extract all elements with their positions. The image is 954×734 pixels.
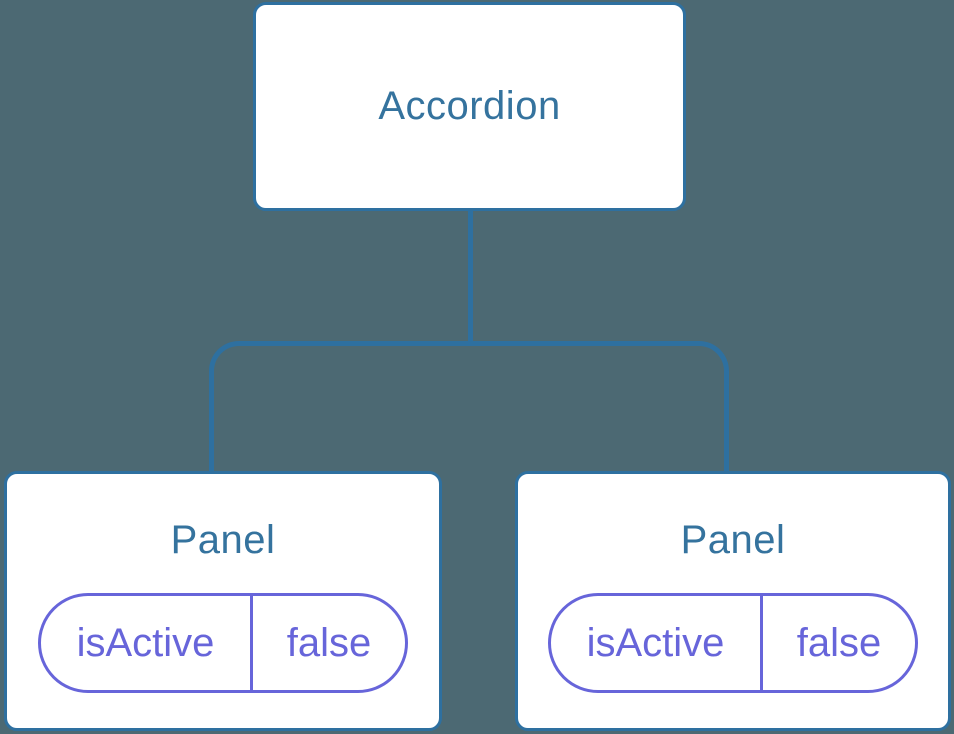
node-panel-right: Panel isActive false <box>515 471 951 731</box>
state-name: isActive <box>41 596 253 690</box>
panel-right-state-pill: isActive false <box>548 593 918 693</box>
node-panel-left: Panel isActive false <box>4 471 442 731</box>
accordion-node-label: Accordion <box>378 84 561 128</box>
panel-right-label: Panel <box>680 518 786 562</box>
state-value: false <box>796 620 882 665</box>
connector-stem <box>468 211 473 343</box>
panel-left-state-pill: isActive false <box>38 593 408 693</box>
node-accordion: Accordion <box>253 2 686 211</box>
state-name: isActive <box>551 596 763 690</box>
panel-left-label: Panel <box>170 518 276 562</box>
state-value: false <box>286 620 372 665</box>
connector-bracket <box>209 341 729 471</box>
